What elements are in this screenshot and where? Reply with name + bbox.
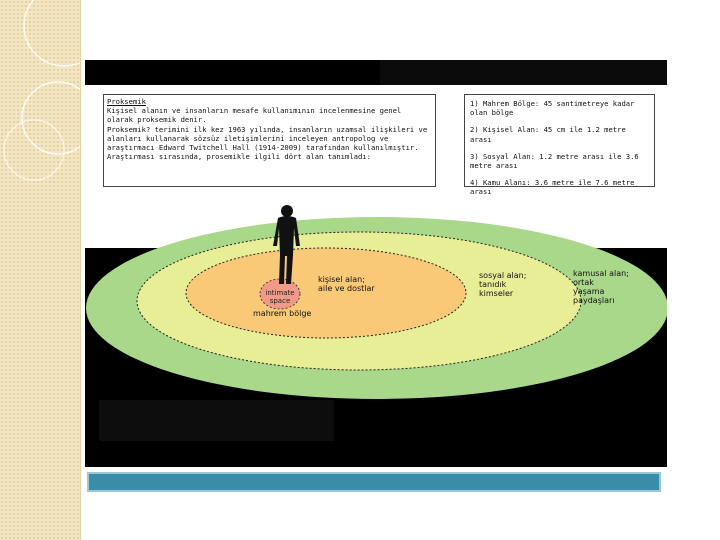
decorative-sidebar <box>0 0 81 540</box>
dark-caption-block <box>99 400 334 441</box>
sosyal-alan-label: sosyal alan; tanıdık kimseler <box>479 271 527 298</box>
info-line: alanları kullanarak sözsüz iletişimlerin… <box>107 133 389 143</box>
intimate-zone-ellipse <box>259 278 301 310</box>
kisisel-alan-label: kişisel alan; aile ve dostlar <box>318 275 375 293</box>
info-title: Proksemik <box>107 97 146 106</box>
info-line: Kişisel alanın ve insanların mesafe kull… <box>107 106 402 116</box>
mahrem-bolge-label: mahrem bölge <box>253 309 312 318</box>
info-line: araştırmacı Edward Twitchell Hall (1914-… <box>107 143 419 153</box>
intimate-space-label: intimate space <box>265 289 295 305</box>
info-line: Proksemik? terimini ilk kez 1963 yılında… <box>107 124 428 134</box>
sidebar-circles-decoration <box>3 0 80 181</box>
person-silhouette <box>273 205 300 284</box>
zone-item: 2) Kişisel Alan: 45 cm ile 1.2 metre ara… <box>470 125 626 144</box>
info-line: Araştırması sırasında, prosemikle ilgili… <box>107 152 371 162</box>
kamusal-alan-label: kamusal alan; ortak yaşama paydaşları <box>573 269 629 305</box>
proxemics-info-box: Proksemik Kişisel alanın ve insanların m… <box>103 94 436 187</box>
top-bar-right <box>380 60 667 85</box>
zone-item: 1) Mahrem Bölge: 45 santimetreye kadar o… <box>470 99 635 118</box>
slide: Proksemik Kişisel alanın ve insanların m… <box>85 60 667 467</box>
zones-list-box: 1) Mahrem Bölge: 45 santimetreye kadar o… <box>464 94 655 196</box>
zone-item: 4) Kamu Alanı: 3.6 metre ile 7.6 metre a… <box>470 178 635 197</box>
personal-zone-ellipse <box>185 247 467 339</box>
info-line: olarak proksemik denir. <box>107 115 207 125</box>
proxemic-zones-diagram <box>86 205 667 399</box>
footer-bar <box>87 472 661 492</box>
zone-item: 3) Sosyal Alan: 1.2 metre arası ile 3.6 … <box>470 151 639 171</box>
